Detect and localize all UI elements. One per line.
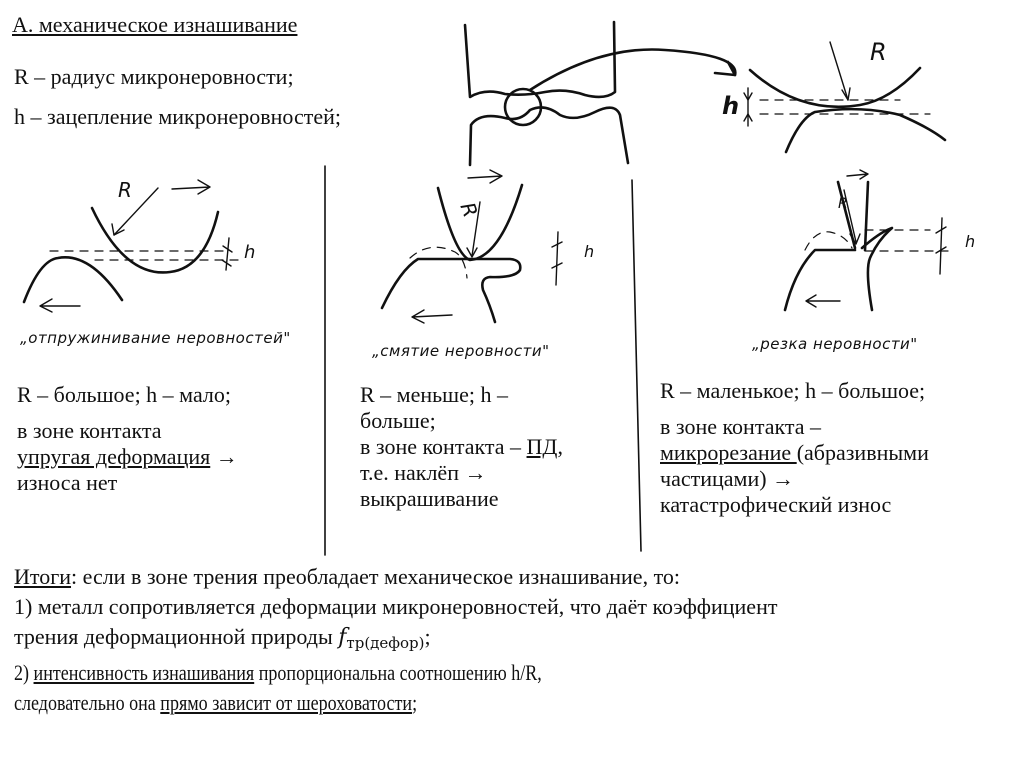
summary-point1-text: трения деформационной природы	[14, 624, 339, 649]
top-sketch-height-label: h	[722, 92, 740, 120]
summary-point2-line1: 2) интенсивность изнашивания пропорциона…	[14, 658, 1014, 688]
summary-point2-number: 2)	[14, 660, 34, 685]
col3-description: R – маленькое; h – большое; в зоне конта…	[660, 378, 1020, 518]
section-title: А. механическое изнашивание	[12, 12, 298, 37]
col1-line3: упругая деформация →	[17, 444, 317, 470]
col3-height-label: h	[965, 232, 976, 251]
col3-line2: в зоне контакта –	[660, 414, 822, 439]
col3-line3: микрорезание (абразивными	[660, 440, 1020, 466]
col2-caption: „смятие неровности"	[372, 342, 550, 360]
wear-intensity: интенсивность изнашивания	[33, 660, 255, 685]
col1-arrow: →	[215, 444, 238, 469]
col2-plastic-deformation: ПД	[526, 434, 558, 459]
col3-microcutting: микрорезание	[660, 440, 797, 465]
summary-point3-end: ;	[412, 690, 418, 715]
summary-intro-text: : если в зоне трения преобладает механич…	[71, 564, 681, 589]
definition-height: h – зацепление микронеровностей;	[14, 104, 341, 129]
col2-line3-pre: в зоне контакта –	[360, 434, 527, 459]
col1-radius-label: R	[118, 178, 133, 202]
col3-line5: катастрофический износ	[660, 492, 892, 517]
summary-intro: Итоги: если в зоне трения преобладает ме…	[14, 562, 1014, 592]
sketch-elastic-contact	[22, 179, 239, 313]
col2-height-label: h	[584, 242, 595, 261]
definition-radius: R – радиус микронеровности;	[14, 64, 294, 89]
summary-block: Итоги: если в зоне трения преобладает ме…	[14, 562, 1014, 718]
col3-caption: „резка неровности"	[752, 335, 918, 353]
col3-line4: частицами) →	[660, 466, 795, 491]
col2-line1: R – меньше; h –	[360, 382, 508, 407]
col2-description: R – меньше; h – больше; в зоне контакта …	[360, 382, 630, 512]
col2-line5: выкрашивание	[360, 486, 499, 511]
sketch-cutting	[783, 169, 956, 312]
col1-caption: „отпружинивание неровностей"	[20, 329, 291, 347]
col1-description: R – большое; h – мало; в зоне контакта у…	[17, 382, 317, 496]
col1-line2: в зоне контакта	[17, 418, 162, 443]
summary-label: Итоги	[14, 564, 72, 589]
summary-point3-pre: следовательно она	[14, 690, 161, 715]
summary-point1-line2: трения деформационной природы fтр(дефор)…	[14, 622, 1014, 658]
contact-overview-sketch	[463, 20, 947, 167]
col1-elastic-deformation: упругая деформация	[17, 444, 211, 469]
col3-line1: R – маленькое; h – большое;	[660, 378, 926, 403]
friction-coefficient-symbol: f	[338, 625, 347, 650]
col2-line2: больше;	[360, 408, 436, 433]
summary-point1-line1: 1) металл сопротивляется деформации микр…	[14, 594, 778, 619]
col1-line1: R – большое; h – мало;	[17, 382, 231, 407]
col3-radius-label: R	[838, 196, 849, 212]
friction-coefficient-subscript: тр(дефор)	[346, 634, 425, 652]
col2-line3-post: ,	[557, 434, 563, 459]
col1-line4: износа нет	[17, 470, 118, 495]
col2-line3: в зоне контакта – ПД,	[360, 434, 630, 460]
roughness-dependency: прямо зависит от шероховатости	[160, 690, 413, 715]
sketch-crushing	[380, 169, 563, 324]
col2-line4: т.е. наклёп →	[360, 460, 487, 485]
summary-point2-text: пропорциональна соотношению h/R,	[254, 660, 542, 685]
summary-point2-line2: следовательно она прямо зависит от шерох…	[14, 688, 1014, 718]
top-sketch-radius-label: R	[870, 38, 888, 66]
col3-line3-post: (абразивными	[796, 440, 929, 465]
summary-point1-end: ;	[424, 624, 431, 649]
col1-height-label: h	[244, 242, 256, 263]
